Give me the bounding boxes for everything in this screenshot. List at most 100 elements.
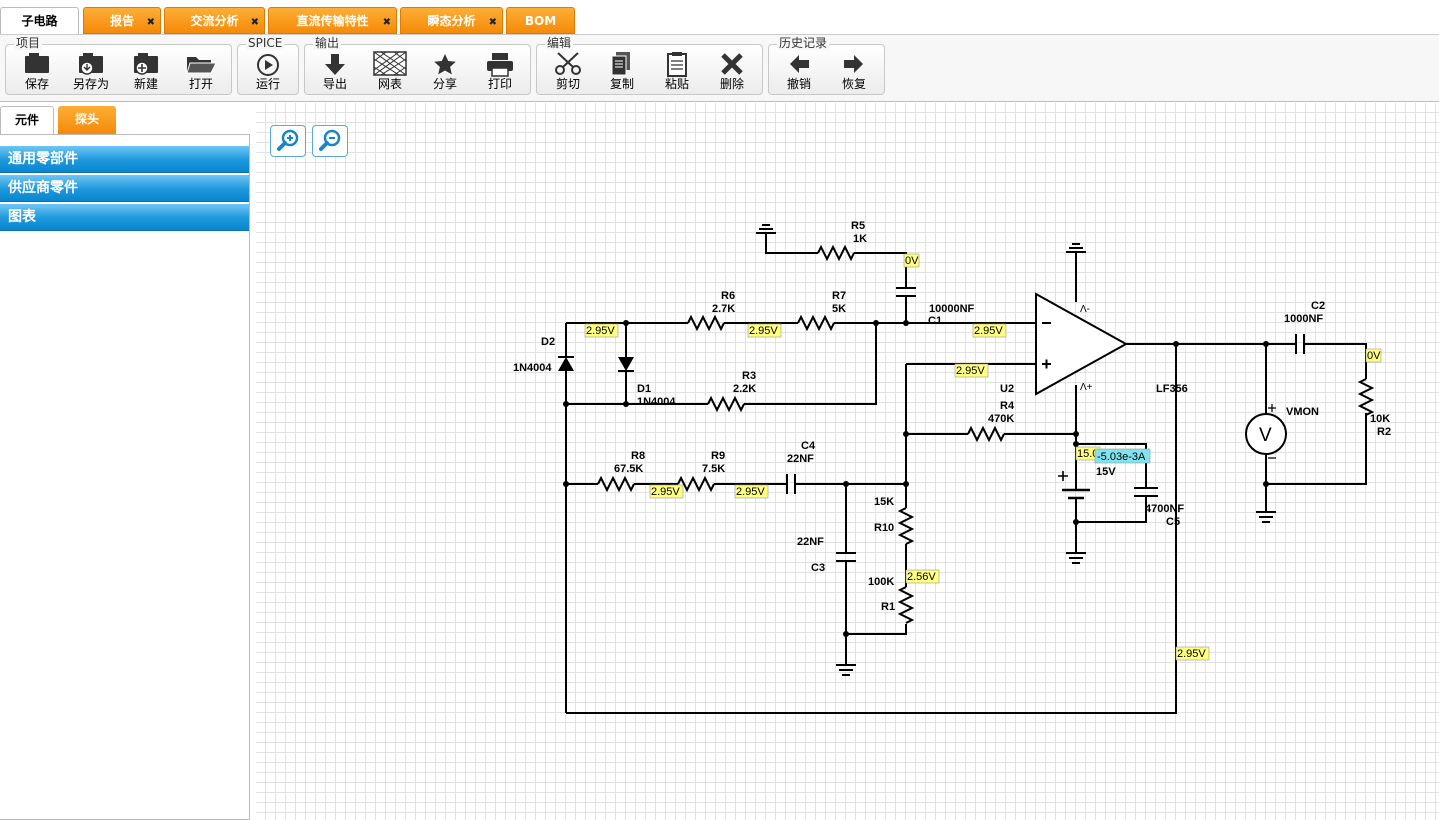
zoom-in-icon [277,129,299,151]
tab-label: 元件 [14,113,39,127]
zoom-in-button[interactable] [270,125,306,157]
diode-d1 [618,357,634,371]
label-c1-name: C1 [928,315,942,327]
share-button[interactable]: 分享 [419,49,471,95]
section-vendor-parts[interactable]: 供应商零件 [0,175,249,202]
ground-top-left [756,224,776,234]
ground-output [1256,511,1276,523]
capacitor-c2 [1295,334,1305,354]
close-icon[interactable]: ✖ [382,17,391,28]
schematic-canvas[interactable]: R5 1K R6 2.7K R7 5K 10000NF C1 D2 1N4004… [256,103,1439,820]
tab-dc-transfer[interactable]: 直流传输特性 ✖ [268,7,397,34]
section-label: 图表 [8,209,36,225]
section-general-parts[interactable]: 通用零部件 [0,146,249,173]
probe-value: 2.95V [956,365,985,377]
label-u2-name: U2 [1000,383,1014,395]
junction-dots [563,320,1269,637]
probe-value: 2.95V [1177,648,1206,660]
resistor-r2 [1357,378,1375,416]
play-icon [257,54,279,76]
resistor-r8 [597,475,635,493]
label-r9-name: R9 [711,450,725,462]
label-vmon-name: VMON [1286,406,1319,418]
new-button[interactable]: 新建 [120,49,172,95]
resistor-r1 [897,586,915,624]
tab-transient-analysis[interactable]: 瞬态分析✖ [400,7,503,34]
tab-label: 报告 [109,14,134,28]
tab-components[interactable]: 元件 [0,106,54,134]
tab-ac-analysis[interactable]: 交流分析✖ [164,7,265,34]
group-title: 历史记录 [777,36,830,50]
tab-probes[interactable]: 探头 [58,106,116,134]
label-r1-name: R1 [881,601,895,613]
tab-label: 直流传输特性 [296,14,369,28]
ground-opamp-top [1066,243,1086,253]
resistors [597,244,1375,624]
close-icon[interactable]: ✖ [146,17,155,28]
capacitor-c5 [1134,487,1158,497]
button-label: 恢复 [841,77,866,91]
label-opamp-plus-pin: Λ+ [1080,382,1093,393]
tab-report[interactable]: 报告 ✖ [83,7,161,34]
section-charts[interactable]: 图表 [0,204,249,231]
diodes [558,356,634,372]
probe-value: 2.56V [907,571,936,583]
delete-button[interactable]: 删除 [706,49,758,95]
run-button[interactable]: 运行 [242,49,294,95]
history-group: 历史记录 撤销 恢复 [768,36,885,95]
button-label: 网表 [377,77,402,91]
tab-label: 子电路 [21,14,58,28]
label-d1-name: D1 [637,383,651,395]
label-r5-name: R5 [851,220,865,232]
scissors-icon [555,52,581,75]
label-r6-value: 2.7K [712,303,735,315]
copy-button[interactable]: 复制 [596,49,648,95]
button-label: 分享 [432,77,457,91]
label-r8-name: R8 [631,450,645,462]
tab-subcircuit[interactable]: 子电路 [0,7,79,35]
label-c4-name: C4 [801,440,816,452]
label-c2-value: 1000NF [1284,313,1323,325]
printer-icon [487,53,513,77]
probe-value: 2.95V [749,325,778,337]
probe-value: 0V [1367,350,1381,362]
button-label: 新建 [133,77,158,91]
undo-button[interactable]: 撤销 [773,49,825,95]
cut-button[interactable]: 剪切 [542,49,594,95]
document-tab-bar: 子电路 报告 ✖ 交流分析✖ 直流传输特性 ✖ 瞬态分析✖ BOM [0,0,1439,35]
close-icon[interactable]: ✖ [250,17,259,28]
label-r4-value: 470K [988,413,1014,425]
ground-opamp-bottom [1066,552,1086,564]
spice-group: SPICE 运行 [237,36,299,95]
resistor-r4 [967,425,1005,443]
resistor-r9 [677,475,715,493]
button-label: 另存为 [72,77,109,91]
group-title: 输出 [313,36,342,50]
export-button[interactable]: 导出 [309,49,361,95]
group-title: SPICE [246,36,285,50]
button-label: 导出 [322,77,347,91]
zoom-out-button[interactable] [312,125,348,157]
close-icon[interactable]: ✖ [488,17,497,28]
section-label: 供应商零件 [8,180,78,196]
label-r4-name: R4 [1000,400,1015,412]
netlist-button[interactable]: 网表 [364,49,416,95]
save-as-button[interactable]: 另存为 [65,49,117,95]
print-button[interactable]: 打印 [474,49,526,95]
label-r7-name: R7 [832,290,846,302]
paste-button[interactable]: 粘贴 [651,49,703,95]
voltmeter-vmon [1245,404,1287,459]
tab-bom[interactable]: BOM [506,7,575,34]
component-labels: R5 1K R6 2.7K R7 5K 10000NF C1 D2 1N4004… [513,220,1391,613]
label-u2-value: LF356 [1156,383,1188,395]
current-probe-box [1094,448,1151,464]
label-r1-value: 100K [868,576,894,588]
voltage-probes: 0V 2.95V 2.95V 2.95V 2.95V 0V 15.0 -5.03… [584,253,1382,661]
redo-button[interactable]: 恢复 [828,49,880,95]
label-c5-value: 4700NF [1145,503,1184,515]
download-arrow-icon [325,54,345,75]
open-button[interactable]: 打开 [175,49,227,95]
button-label: 打印 [487,77,512,91]
save-button[interactable]: 保存 [11,49,63,95]
button-label: 剪切 [555,77,580,91]
